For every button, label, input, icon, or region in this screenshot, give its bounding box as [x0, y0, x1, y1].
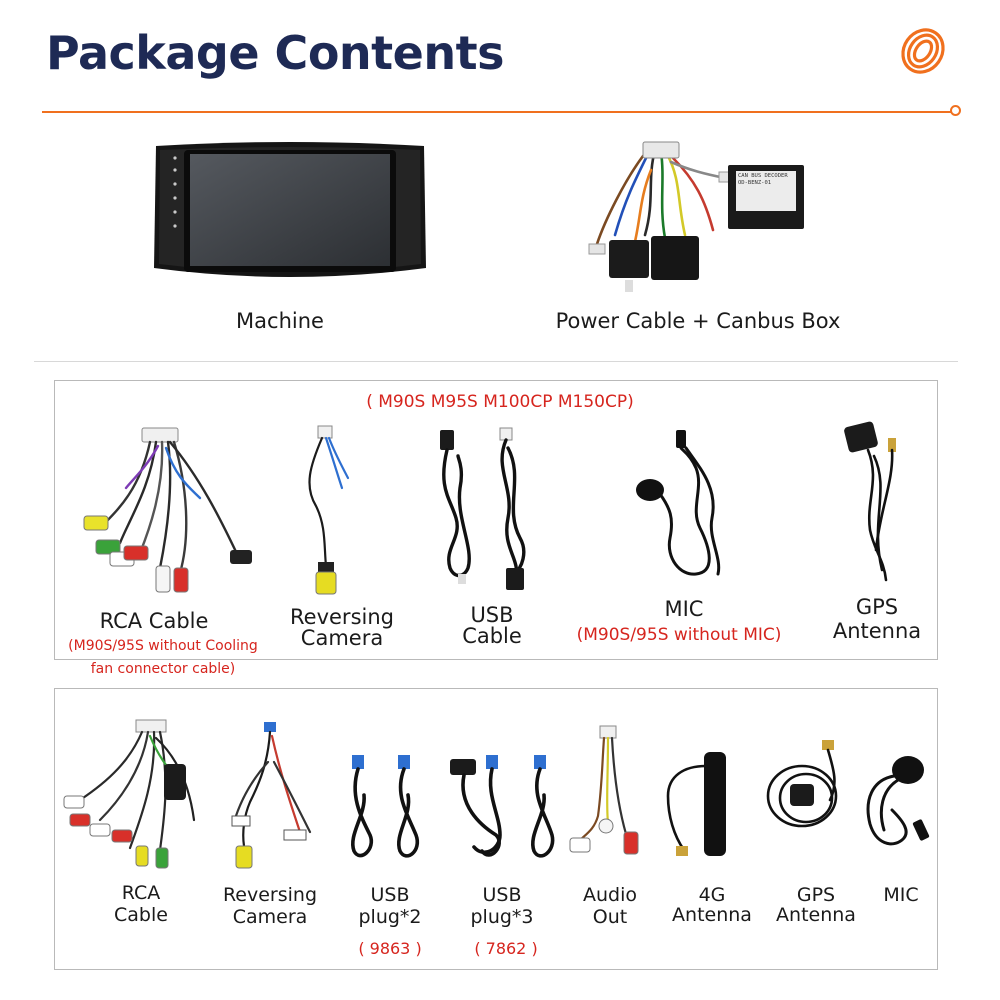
gps-antenna-label-line1: GPS [855, 595, 899, 619]
reversing-camera-label-line1: Reversing [290, 605, 394, 629]
rca-cable-note-line2: fan connector cable) [90, 661, 236, 677]
gps-antenna-image [844, 421, 896, 582]
mic-image [636, 430, 721, 576]
4g-antenna-image [666, 752, 726, 856]
rca-cable-label: RCA Cable [99, 609, 209, 633]
audio-out-label-line2: Out [592, 906, 628, 928]
header-divider-dot [950, 105, 961, 116]
gps-antenna-label-line2: Antenna [832, 619, 922, 643]
accessory-panel-1 [54, 380, 938, 660]
usb-cable-label-line1: USB [470, 603, 514, 627]
usb-cable-image [440, 427, 526, 590]
page-title: Package Contents [46, 26, 504, 80]
power-cable-image [588, 141, 734, 292]
reversing-camera-2-label-line2: Camera [232, 906, 308, 928]
usb-plug-3-label-line2: plug*3 [470, 906, 534, 928]
usb-plug-2-note: ( 9863 ) [358, 939, 422, 958]
canbus-box-image: CAN BUS DECODER OD-BENZ-01 [728, 165, 804, 229]
4g-antenna-label-line1: 4G [698, 884, 726, 906]
mic-2-label: MIC [883, 884, 919, 906]
gps-antenna-2-label-line1: GPS [796, 884, 836, 906]
audio-out-label-line1: Audio [582, 884, 637, 906]
rca-cable-2-label-line2: Cable [114, 904, 168, 926]
reversing-camera-2-image [231, 722, 312, 869]
usb-cable-label-line2: Cable [462, 624, 522, 648]
gps-antenna-2-label-line2: Antenna [776, 904, 856, 926]
rca-cable-2-label-line1: RCA [121, 882, 161, 904]
reversing-camera-cable-image [308, 425, 350, 595]
usb-plug-3-label-line1: USB [482, 884, 522, 906]
brand-logo-icon [901, 28, 945, 74]
section-divider [34, 361, 958, 362]
machine-image [154, 142, 426, 277]
4g-antenna-label-line2: Antenna [672, 904, 752, 926]
mic-label: MIC [664, 597, 704, 621]
usb-plug-3-note: ( 7862 ) [474, 939, 538, 958]
accessory-panel-2 [54, 688, 938, 970]
machine-label: Machine [236, 309, 324, 333]
rca-cable-note-line1: (M90S/95S without Cooling [68, 638, 258, 654]
models-note: ( M90S M95S M100CP M150CP) [366, 392, 634, 412]
power-cable-label: Power Cable + Canbus Box [555, 309, 841, 333]
reversing-camera-2-label-line1: Reversing [222, 884, 318, 906]
canbus-label-line2: OD-BENZ-01 [738, 180, 772, 186]
rca-cable-2-image [63, 719, 196, 869]
header-divider [42, 111, 952, 113]
reversing-camera-label-line2: Camera [300, 626, 384, 650]
rca-cable-image [83, 427, 252, 593]
mic-2-image [866, 756, 930, 846]
gps-antenna-2-image [766, 740, 838, 828]
mic-note: (M90S/95S without MIC) [576, 625, 782, 645]
usb-plug-2-label-line2: plug*2 [358, 906, 422, 928]
audio-out-image [569, 725, 639, 855]
usb-plug-3-image [450, 755, 555, 858]
usb-plug-2-label-line1: USB [370, 884, 410, 906]
canbus-label-line1: CAN BUS DECODER [738, 173, 788, 179]
usb-plug-2-image [351, 755, 420, 858]
